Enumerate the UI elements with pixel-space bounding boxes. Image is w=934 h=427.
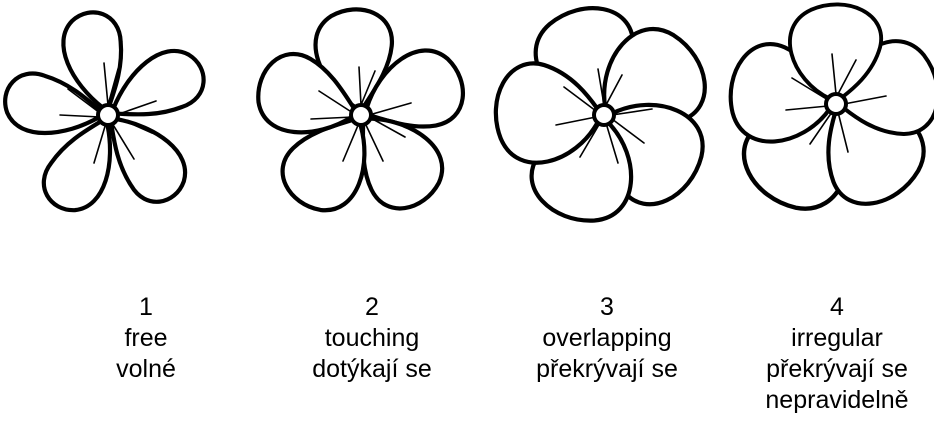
type-number: 4 (830, 293, 844, 321)
flower-center (824, 92, 848, 116)
type-label-czech: překrývají se (536, 355, 678, 383)
petal (493, 61, 601, 165)
flower-illustration-free (0, 0, 228, 235)
flower-irregular-drawing (728, 2, 934, 211)
type-label-english: touching (324, 324, 420, 352)
type-label-czech-line-2: nepravidelně (765, 386, 909, 414)
type-label-czech: dotýkají se (312, 355, 432, 383)
flower-center (592, 103, 616, 127)
type-label-czech: volné (116, 355, 176, 383)
caption-overlapping: 3 overlapping překrývají se (497, 292, 717, 385)
type-label-english: free (124, 324, 168, 352)
type-number: 2 (365, 293, 379, 321)
flower-illustration-irregular (716, 0, 934, 235)
caption-irregular: 4 irregular překrývají se nepravidelně (727, 292, 934, 416)
petal (256, 51, 357, 135)
flower-free-drawing (3, 10, 206, 213)
flower-center (349, 103, 373, 127)
flower-overlapping-drawing (493, 6, 707, 223)
type-label-english: irregular (791, 324, 883, 352)
petal (3, 71, 103, 135)
caption-touching: 2 touching dotýkají se (262, 292, 482, 385)
flower-illustration-overlapping (484, 0, 724, 235)
type-number: 1 (139, 293, 153, 321)
petal (41, 118, 113, 213)
petal (111, 48, 206, 117)
type-number: 3 (600, 293, 614, 321)
flower-touching-drawing (256, 7, 465, 213)
caption-free: 1 free volné (36, 292, 256, 385)
petal (109, 116, 188, 204)
flower-center (96, 103, 120, 127)
flower-illustration-touching (241, 0, 481, 235)
type-label-english: overlapping (542, 324, 672, 352)
petal (788, 2, 884, 101)
type-label-czech: překrývají se (766, 355, 908, 383)
